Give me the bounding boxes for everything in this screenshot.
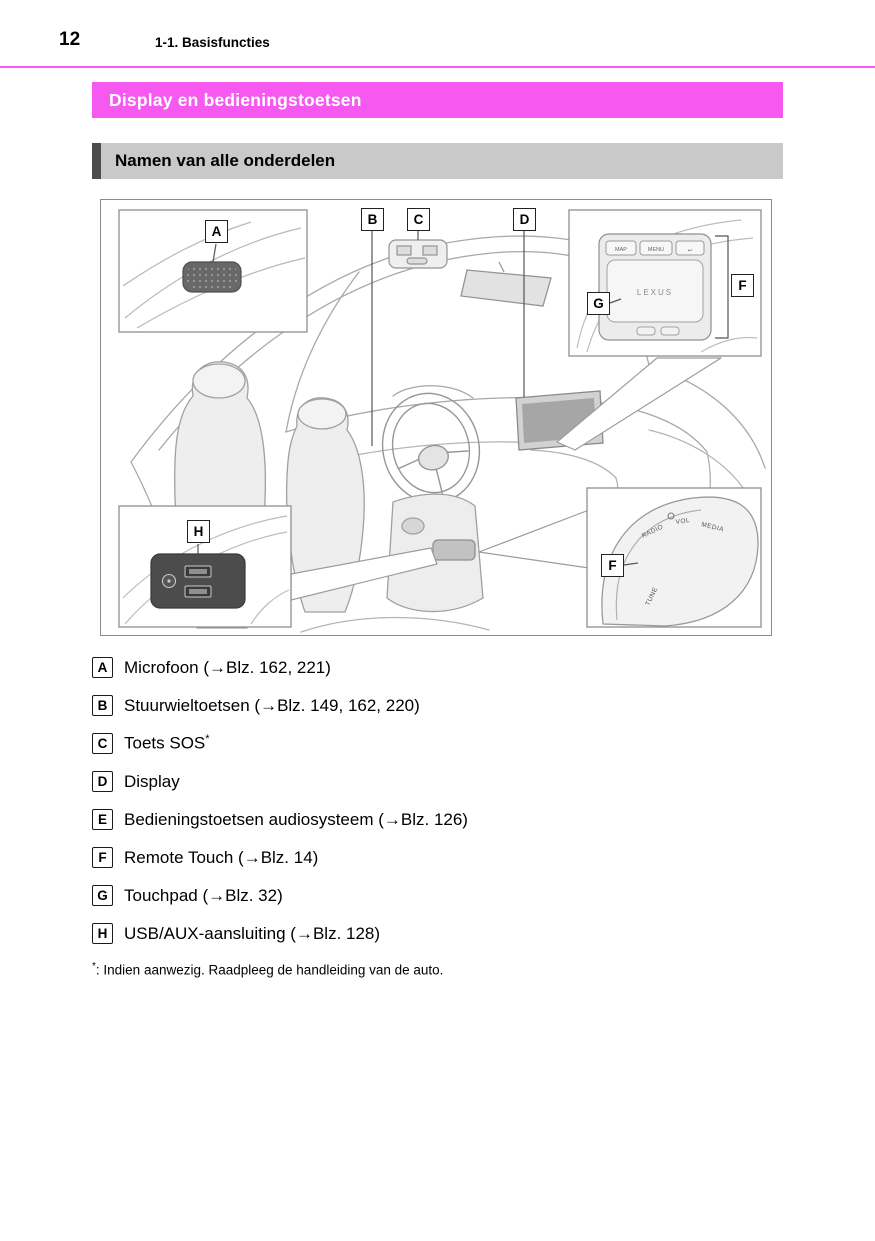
callout-a: A [205,220,228,243]
rearview-mirror [460,261,552,307]
leader-lines [371,231,525,446]
legend-key-b: B [92,695,113,716]
callout-f-bottom: F [601,554,624,577]
pointer-wedges [290,357,722,601]
legend-key-c: C [92,733,113,754]
legend-key-d: D [92,771,113,792]
footnote-text: : Indien aanwezig. Raadpleeg de handleid… [95,962,444,978]
touchpad-surface [606,259,704,323]
steering-wheel [381,392,481,504]
legend-label-f: Remote Touch (→Blz. 14) [124,847,319,867]
legend-label-a: Microfoon (→Blz. 162, 221) [124,657,331,677]
footnote: *: Indien aanwezig. Raadpleeg de handlei… [92,961,875,978]
back-icon: ↩ [688,248,693,254]
interior-diagram: MAP MENU ↩ LEXUS [100,199,772,636]
page-number: 12 [59,29,81,50]
subsection-title: Namen van alle onderdelen [115,151,336,170]
legend-item-b: B Stuurwieltoetsen (→Blz. 149, 162, 220) [92,695,875,716]
lexus-brand-label: LEXUS [637,288,673,297]
callout-f-top: F [731,274,754,297]
legend: A Microfoon (→Blz. 162, 221) B Stuurwiel… [92,657,875,944]
callout-d: D [513,208,536,231]
touchpad-map-button-label: MAP [615,247,627,253]
subsection-accent-bar [92,143,101,179]
palm-rest [601,496,759,627]
f-bracket [715,235,729,339]
overhead-console [388,239,448,269]
vol-button-label: VOL [675,517,690,526]
legend-item-h: H USB/AUX-aansluiting (→Blz. 128) [92,923,875,944]
footnote-marker: * [205,733,210,746]
legend-label-b: Stuurwieltoetsen (→Blz. 149, 162, 220) [124,695,420,715]
legend-item-f: F Remote Touch (→Blz. 14) [92,847,875,868]
callout-h: H [187,520,210,543]
legend-item-c: C Toets SOS* [92,733,875,754]
callout-g: G [587,292,610,315]
inset-armrest-panel: RADIO VOL MEDIA TUNE [586,487,762,628]
legend-label-c: Toets SOS [124,733,206,753]
legend-key-e: E [92,809,113,830]
header-divider [0,66,875,68]
inset-remote-touch: MAP MENU ↩ LEXUS [568,209,762,357]
legend-label-h: USB/AUX-aansluiting (→Blz. 128) [124,923,381,943]
footnote-asterisk: * [92,961,96,972]
volume-knob-icon [667,512,675,520]
legend-label-d: Display [124,771,180,791]
subsection-header: Namen van alle onderdelen [92,143,783,179]
legend-key-h: H [92,923,113,944]
callout-c: C [407,208,430,231]
callout-b: B [361,208,384,231]
legend-key-f: F [92,847,113,868]
touchpad-menu-button-label: MENU [648,247,664,253]
legend-item-a: A Microfoon (→Blz. 162, 221) [92,657,875,678]
title-banner: Display en bedieningstoetsen [92,82,783,118]
page-header: 12 1-1. Basisfuncties [0,0,875,66]
legend-key-a: A [92,657,113,678]
legend-key-g: G [92,885,113,906]
legend-item-e: E Bedieningstoetsen audiosysteem (→Blz. … [92,809,875,830]
section-title: 1-1. Basisfuncties [155,35,270,50]
legend-item-g: G Touchpad (→Blz. 32) [92,885,875,906]
legend-label-g: Touchpad (→Blz. 32) [124,885,283,905]
legend-item-d: D Display [92,771,875,792]
center-console [386,493,484,613]
legend-label-e: Bedieningstoetsen audiosysteem (→Blz. 12… [124,809,468,829]
interior-illustration: MAP MENU ↩ LEXUS [118,209,766,633]
